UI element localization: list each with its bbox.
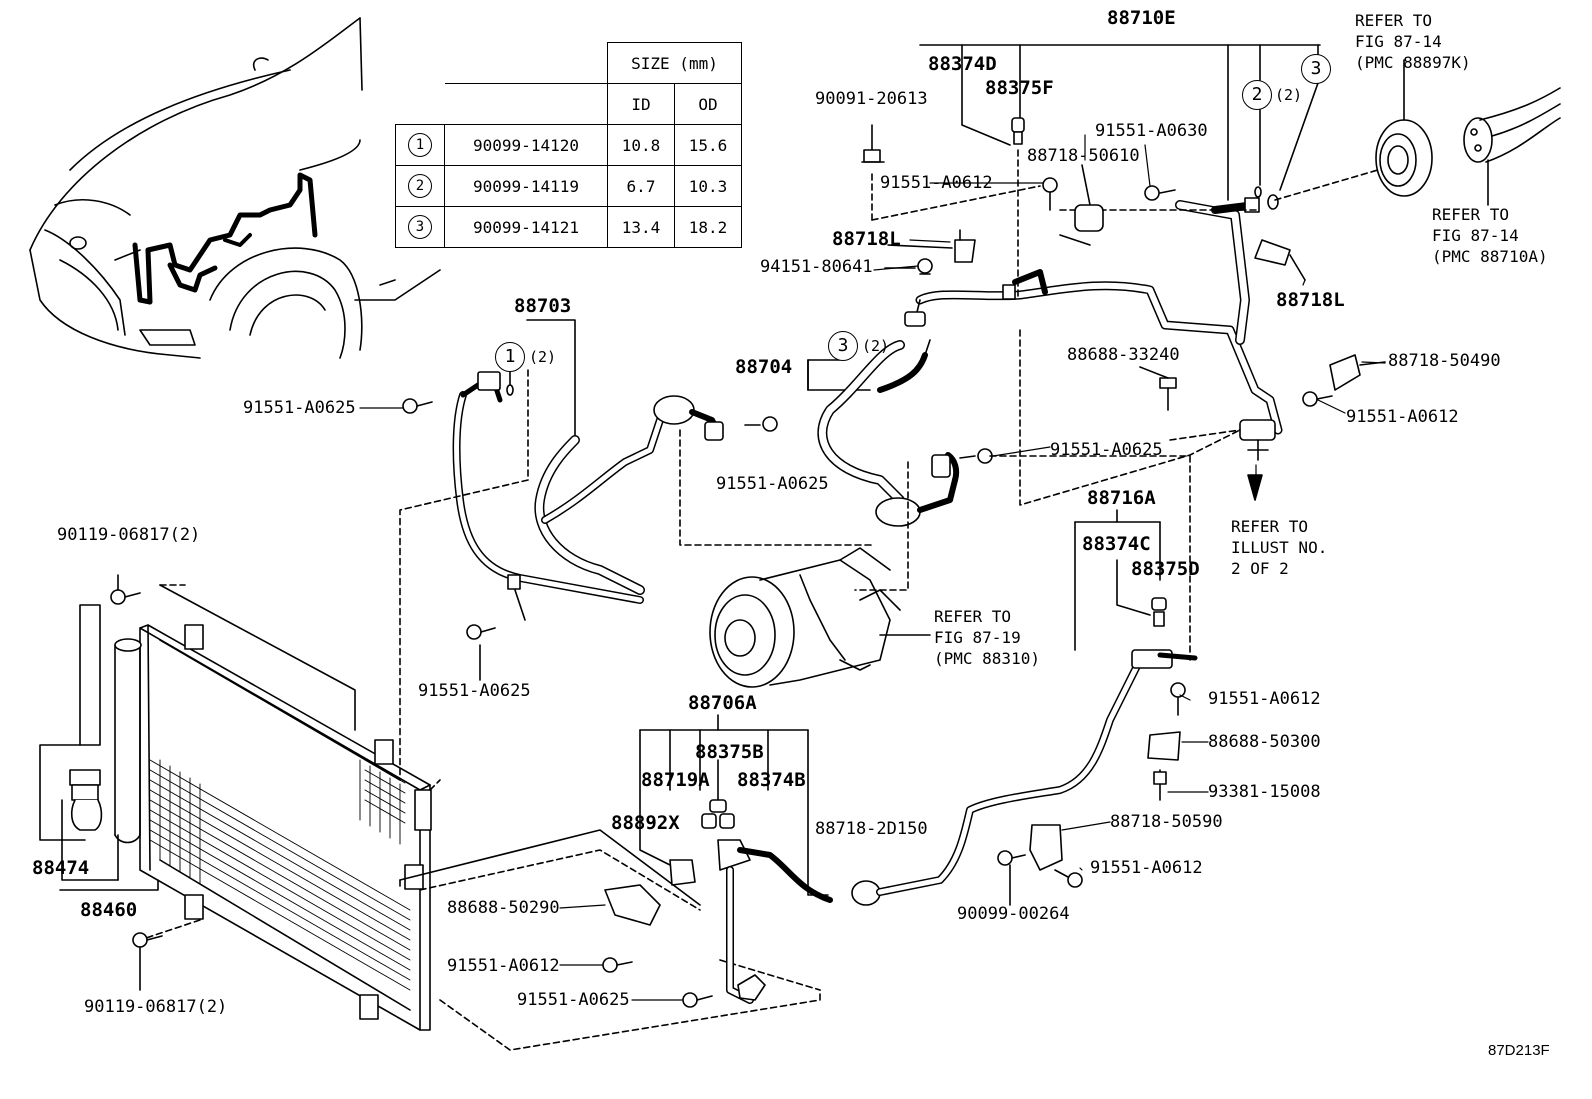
id-value: 10.8 — [607, 124, 675, 166]
hose-88703 — [399, 319, 876, 891]
part-number: 90099-14119 — [444, 165, 608, 207]
part-number: 90099-14120 — [444, 124, 608, 166]
label-88716A[interactable]: 88716A — [1087, 487, 1156, 509]
compressor — [709, 547, 931, 688]
circle-callout-3[interactable]: 3 — [1301, 54, 1331, 84]
col-id-header: ID — [607, 83, 675, 125]
label-88892X[interactable]: 88892X — [611, 812, 680, 834]
pipe-88710E — [871, 44, 1396, 506]
col-od-header: OD — [674, 83, 742, 125]
label-91551-A0625-cl[interactable]: 91551-A0625 — [418, 681, 531, 701]
label-88706A[interactable]: 88706A — [688, 692, 757, 714]
label-88718-2D150[interactable]: 88718-2D150 — [815, 819, 928, 839]
label-88718-50490[interactable]: 88718-50490 — [1388, 351, 1501, 371]
label-90099-00264[interactable]: 90099-00264 — [957, 904, 1070, 924]
label-91551-A0612-top[interactable]: 91551-A0612 — [880, 173, 993, 193]
id-value: 6.7 — [607, 165, 675, 207]
label-94151-80641[interactable]: 94151-80641 — [760, 257, 873, 277]
row-number: 2 — [408, 174, 432, 198]
count-label: (2) — [529, 348, 557, 366]
part-number: 90099-14121 — [444, 206, 608, 248]
leader-lines — [359, 134, 1386, 1001]
label-88688-50290[interactable]: 88688-50290 — [447, 898, 560, 918]
label-88375D[interactable]: 88375D — [1131, 558, 1200, 580]
label-91551-A0612-r3[interactable]: 91551-A0612 — [1090, 858, 1203, 878]
label-90119-06817-bottom[interactable]: 90119-06817(2) — [84, 997, 228, 1017]
label-88374D[interactable]: 88374D — [928, 53, 997, 75]
circle-callout-1[interactable]: 1 — [495, 342, 525, 372]
reference-note-pmc88710a[interactable]: REFER TO FIG 87-14 (PMC 88710A) — [1432, 205, 1548, 266]
label-88374B[interactable]: 88374B — [737, 769, 806, 791]
label-91551-A0625-bottom[interactable]: 91551-A0625 — [517, 990, 630, 1010]
od-value: 15.6 — [674, 124, 742, 166]
vehicle-illustration — [29, 17, 441, 359]
figure-code: 87D213F — [1488, 1042, 1550, 1059]
table-row: 2 90099-14119 6.7 10.3 — [395, 165, 742, 207]
reference-note-illust[interactable]: REFER TO ILLUST NO. 2 OF 2 — [1231, 517, 1328, 578]
count-label: (2) — [862, 337, 890, 355]
od-value: 18.2 — [674, 206, 742, 248]
label-88710E[interactable]: 88710E — [1107, 7, 1176, 29]
label-91551-A0625-center[interactable]: 91551-A0625 — [716, 474, 829, 494]
fasteners-top — [861, 117, 1386, 411]
table-row: 1 90099-14120 10.8 15.6 — [395, 124, 742, 166]
label-88375B[interactable]: 88375B — [695, 741, 764, 763]
label-88703[interactable]: 88703 — [514, 295, 572, 317]
table-row: 3 90099-14121 13.4 18.2 — [395, 206, 742, 248]
label-88688-50300[interactable]: 88688-50300 — [1208, 732, 1321, 752]
label-88718-50590[interactable]: 88718-50590 — [1110, 812, 1223, 832]
row-number: 1 — [408, 133, 432, 157]
label-88718-50610[interactable]: 88718-50610 — [1027, 146, 1140, 166]
label-91551-A0612-r1[interactable]: 91551-A0612 — [1346, 407, 1459, 427]
label-90119-06817-top[interactable]: 90119-06817(2) — [57, 525, 201, 545]
fitting-right — [1375, 59, 1561, 206]
label-88474[interactable]: 88474 — [32, 857, 90, 879]
label-93381-15008[interactable]: 93381-15008 — [1208, 782, 1321, 802]
row-number: 3 — [408, 215, 432, 239]
size-table-header: SIZE (mm) — [607, 42, 742, 84]
label-91551-A0612-r2[interactable]: 91551-A0612 — [1208, 689, 1321, 709]
condenser — [39, 574, 821, 1051]
label-88374C[interactable]: 88374C — [1082, 533, 1151, 555]
label-88719A[interactable]: 88719A — [641, 769, 710, 791]
label-91551-A0625-left[interactable]: 91551-A0625 — [243, 398, 356, 418]
circle-callout-2[interactable]: 2 — [1242, 80, 1272, 110]
hose-88704 — [807, 339, 1191, 661]
size-table: SIZE (mm) ID OD 1 90099-14120 10.8 15.6 … — [395, 42, 742, 248]
label-88460[interactable]: 88460 — [80, 899, 138, 921]
pipe-88706A — [602, 509, 1198, 1008]
label-91551-A0630[interactable]: 91551-A0630 — [1095, 121, 1208, 141]
reference-note-pmc88897k[interactable]: REFER TO FIG 87-14 (PMC 88897K) — [1355, 11, 1471, 72]
label-88704[interactable]: 88704 — [735, 356, 793, 378]
reference-note-pmc88310[interactable]: REFER TO FIG 87-19 (PMC 88310) — [934, 607, 1040, 668]
label-91551-A0612-bottom[interactable]: 91551-A0612 — [447, 956, 560, 976]
label-91551-A0625-right[interactable]: 91551-A0625 — [1050, 440, 1163, 460]
count-label: (2) — [1275, 86, 1303, 104]
label-88718L-right[interactable]: 88718L — [1276, 289, 1345, 311]
label-90091-20613[interactable]: 90091-20613 — [815, 89, 928, 109]
label-88375F[interactable]: 88375F — [985, 77, 1054, 99]
id-value: 13.4 — [607, 206, 675, 248]
label-88718L-left[interactable]: 88718L — [832, 228, 901, 250]
circle-callout-3[interactable]: 3 — [828, 331, 858, 361]
label-88688-33240[interactable]: 88688-33240 — [1067, 345, 1180, 365]
od-value: 10.3 — [674, 165, 742, 207]
